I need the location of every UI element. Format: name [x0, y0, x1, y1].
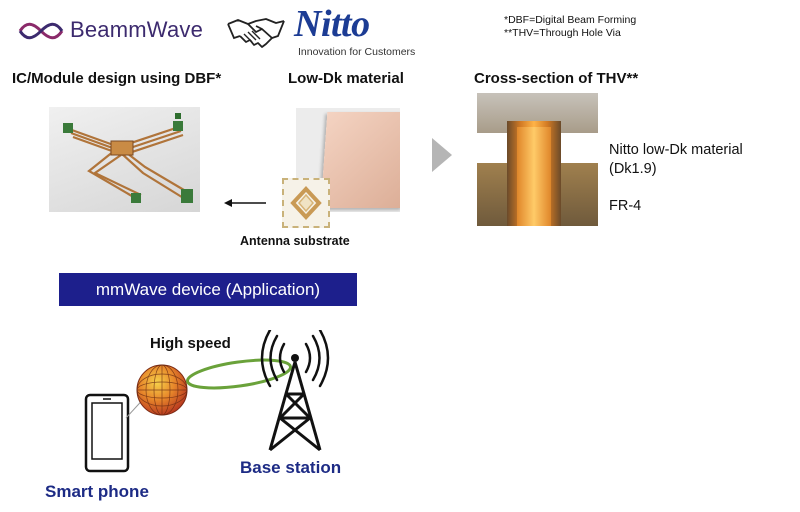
base-station-tower-icon — [260, 330, 330, 452]
fr4-label: FR-4 — [609, 198, 642, 214]
handshake-icon — [227, 18, 285, 48]
heading-low-dk: Low-Dk material — [288, 70, 404, 87]
nitto-material-label: Nitto low-Dk material — [609, 142, 743, 158]
beam-ring — [185, 358, 293, 390]
beammwave-logo: BeammWave — [18, 14, 223, 48]
beammwave-wordmark: BeammWave — [70, 17, 204, 42]
high-speed-label: High speed — [150, 335, 231, 352]
thv-cross-section-image — [477, 93, 598, 226]
nitto-material-dk-label: (Dk1.9) — [609, 161, 657, 177]
antenna-substrate-label: Antenna substrate — [240, 234, 350, 248]
heading-cross-section: Cross-section of THV** — [474, 70, 639, 87]
arrow-left-icon — [224, 199, 266, 207]
chevron-right-icon — [432, 138, 452, 172]
smartphone-icon — [84, 393, 130, 473]
nitto-logo: Nitto Innovation for Customers — [294, 2, 434, 60]
beammwave-mark-icon — [18, 22, 64, 40]
base-station-label: Base station — [240, 458, 342, 477]
smart-phone-label: Smart phone — [45, 482, 149, 501]
beam-pattern-globe-icon — [136, 364, 188, 416]
heading-ic-module: IC/Module design using DBF* — [12, 70, 222, 87]
section-title-text: mmWave device (Application) — [95, 279, 321, 299]
nitto-wordmark: Nitto — [294, 3, 370, 45]
antenna-substrate-image — [282, 178, 330, 228]
module-render-image — [49, 107, 200, 212]
footnote-thv: **THV=Through Hole Via — [504, 27, 621, 39]
section-title-banner: mmWave device (Application) — [59, 273, 357, 306]
nitto-tagline: Innovation for Customers — [298, 46, 416, 58]
footnote-dbf: *DBF=Digital Beam Forming — [504, 14, 637, 26]
